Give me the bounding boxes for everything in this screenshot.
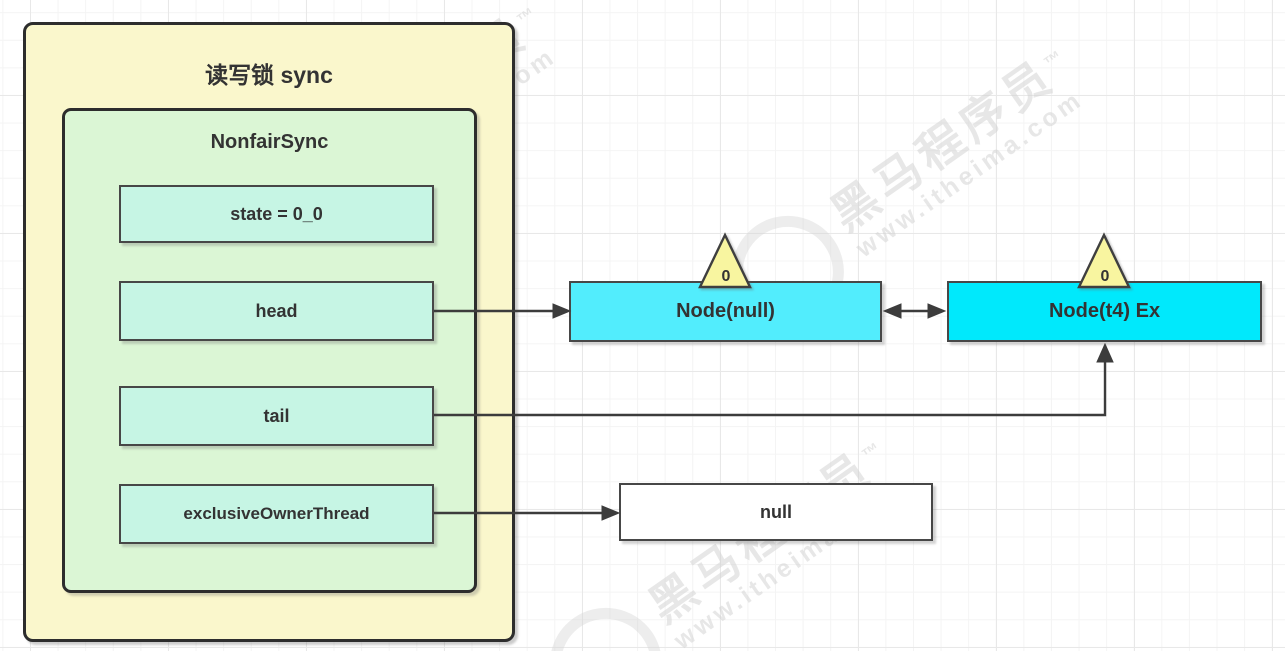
- watermark-brand: 黑马程序员™: [821, 43, 1072, 242]
- field-state: state = 0_0: [119, 185, 434, 243]
- watermark-logo-ring: [527, 585, 684, 651]
- node-null-waiters-count: 0: [722, 268, 731, 285]
- field-tail: tail: [119, 386, 434, 446]
- node-t4-ex-box: Node(t4) Ex: [947, 281, 1262, 342]
- nonfairsync-title: NonfairSync: [210, 131, 329, 153]
- arrow-node-null-node-t4-bidirectional: [882, 303, 947, 319]
- node-t4-waiters-count: 0: [1101, 268, 1110, 285]
- watermark-url: www.itheima.com: [850, 84, 1089, 263]
- node-null-box: Node(null): [569, 281, 882, 342]
- triangle-icon: [1077, 232, 1131, 289]
- node-null-waiters-badge: 0: [698, 232, 752, 289]
- arrow-tail-to-node-t4: [434, 342, 1114, 417]
- watermark-text: 黑马程序员™ www.itheima.com: [821, 37, 1100, 263]
- field-exclusive-owner-thread: exclusiveOwnerThread: [119, 484, 434, 544]
- triangle-icon: [698, 232, 752, 289]
- sync-container-title: 读写锁 sync: [205, 62, 333, 88]
- null-value-box: null: [619, 483, 933, 541]
- field-head: head: [119, 281, 434, 341]
- node-t4-waiters-badge: 0: [1077, 232, 1131, 289]
